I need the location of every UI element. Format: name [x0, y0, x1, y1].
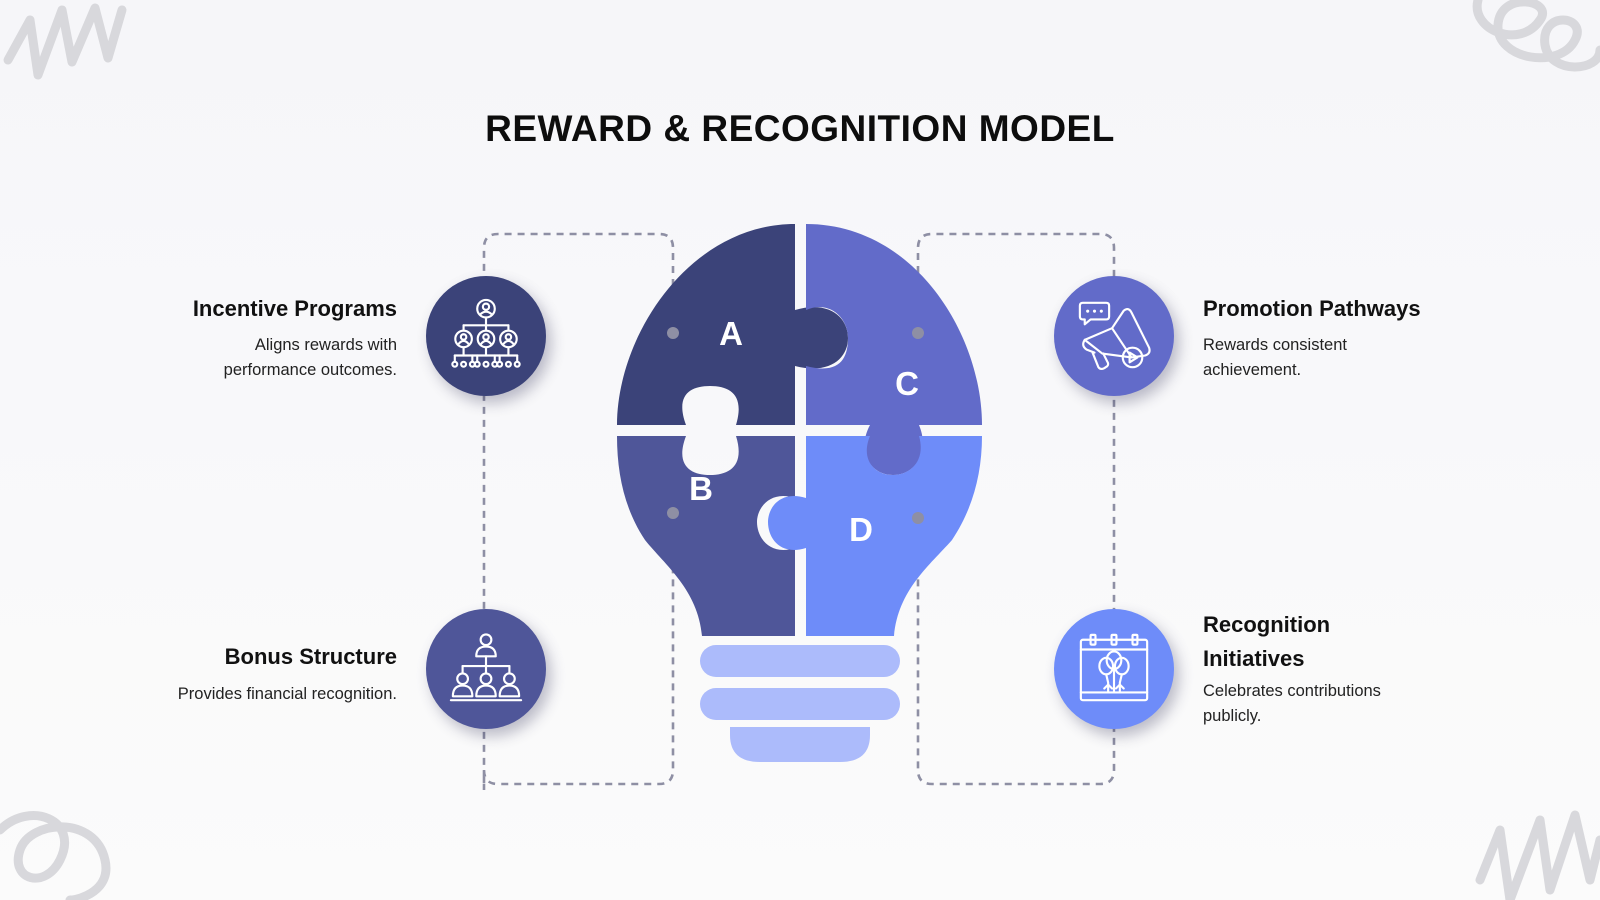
corner-scribble-bottom-right — [1475, 810, 1600, 900]
puzzle-piece-c — [806, 224, 982, 475]
connector-top-right — [916, 232, 1116, 786]
team-hierarchy-icon — [449, 633, 523, 702]
bonus-structure-description: Provides financial recognition. — [120, 682, 397, 707]
piece-letter-c: C — [895, 365, 919, 402]
promotion-pathways-heading: Promotion Pathways — [1203, 296, 1421, 321]
connector-dot-c — [912, 327, 924, 339]
recognition-initiatives-desc-line-2: publicly. — [1203, 706, 1262, 725]
corner-scribble-top-left — [3, 3, 127, 80]
connector-dot-d — [912, 512, 924, 524]
recognition-initiatives-heading: Recognition Initiatives — [1203, 608, 1563, 676]
corner-scribble-top-right — [1472, 0, 1600, 72]
promotion-pathways-desc-line-2: achievement. — [1203, 360, 1302, 379]
piece-letter-a: A — [719, 315, 743, 352]
bonus-structure-desc-line-1: Provides financial recognition. — [177, 685, 397, 703]
incentive-programs-desc-line-1: Aligns rewards with — [254, 336, 397, 354]
promotion-pathways-description: Rewards consistent achievement. — [1203, 333, 1563, 382]
puzzle-piece-b — [617, 436, 795, 636]
incentive-programs-desc-line-2: performance outcomes. — [223, 360, 397, 379]
piece-letter-b: B — [689, 470, 713, 507]
page-title: REWARD & RECOGNITION MODEL — [485, 108, 1115, 149]
piece-letter-d: D — [849, 511, 873, 548]
promotion-pathways-desc-line-1: Rewards consistent — [1203, 336, 1347, 354]
megaphone-chat-icon — [1078, 301, 1151, 371]
bulb-base — [700, 645, 900, 762]
recognition-initiatives-circle — [1054, 609, 1174, 729]
connector-dot-a — [667, 327, 679, 339]
incentive-programs-heading: Incentive Programs — [192, 296, 397, 321]
bonus-structure-heading: Bonus Structure — [224, 644, 397, 669]
recognition-initiatives-heading-line-1: Recognition — [1203, 612, 1331, 637]
calendar-balloons-icon — [1079, 633, 1149, 702]
corner-scribble-bottom-left — [0, 811, 111, 900]
connector-dot-b — [667, 507, 679, 519]
incentive-programs-description: Aligns rewards with performance outcomes… — [120, 333, 397, 382]
recognition-initiatives-description: Celebrates contributions publicly. — [1203, 679, 1563, 728]
recognition-initiatives-desc-line-1: Celebrates contributions — [1203, 682, 1381, 700]
puzzle-piece-d — [768, 436, 982, 636]
bonus-structure-circle — [426, 609, 546, 729]
puzzle-piece-a — [617, 224, 848, 425]
promotion-pathways-circle — [1054, 276, 1174, 396]
connector-top-left — [482, 232, 675, 791]
recognition-initiatives-heading-line-2: Initiatives — [1203, 646, 1305, 671]
incentive-programs-circle — [426, 276, 546, 396]
org-chart-people-icon — [451, 298, 521, 368]
